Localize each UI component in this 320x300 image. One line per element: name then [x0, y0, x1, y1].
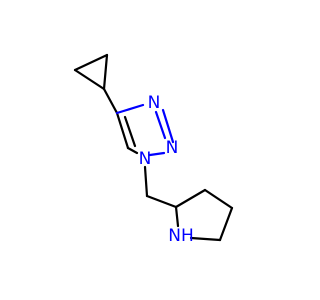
bond-pyrrolidine-c3-c4: [203, 188, 234, 210]
atom-label-n3: N: [148, 93, 161, 113]
bond-cyclopropyl-2: [102, 53, 109, 91]
bond-pyrrolidine-c2-c3: [174, 188, 207, 209]
bond-n1-ch2: [143, 165, 149, 198]
bond-cyclopropyl-3: [73, 68, 106, 91]
bond-triazole-c5-n1: [126, 146, 139, 155]
bond-cyclopropyl-triazole: [102, 87, 119, 115]
atom-label-n1: N: [139, 149, 152, 169]
bond-triazole-c4-n3: [115, 103, 145, 115]
molecule-structure: N N N NH: [73, 53, 234, 246]
bond-pyrrolidine-c2-n: [174, 205, 180, 228]
atom-label-nh: NH: [168, 226, 194, 246]
bond-triazole-n3-n2: [161, 108, 175, 144]
bond-pyrrolidine-c4-c5: [218, 206, 234, 242]
bond-ch2-pyrrolidine: [145, 194, 178, 209]
bond-cyclopropyl-1: [73, 53, 109, 72]
bond-triazole-c4-c5: [115, 111, 130, 150]
bond-triazole-n2-n1: [148, 151, 166, 157]
bond-pyrrolidine-c5-n: [189, 236, 222, 242]
bond-triazole-c4-c5-double: [123, 115, 137, 148]
molecule-canvas: N N N NH: [73, 53, 234, 246]
bond-triazole-n3-n2-double: [154, 110, 167, 140]
atom-label-n2: N: [166, 138, 179, 158]
